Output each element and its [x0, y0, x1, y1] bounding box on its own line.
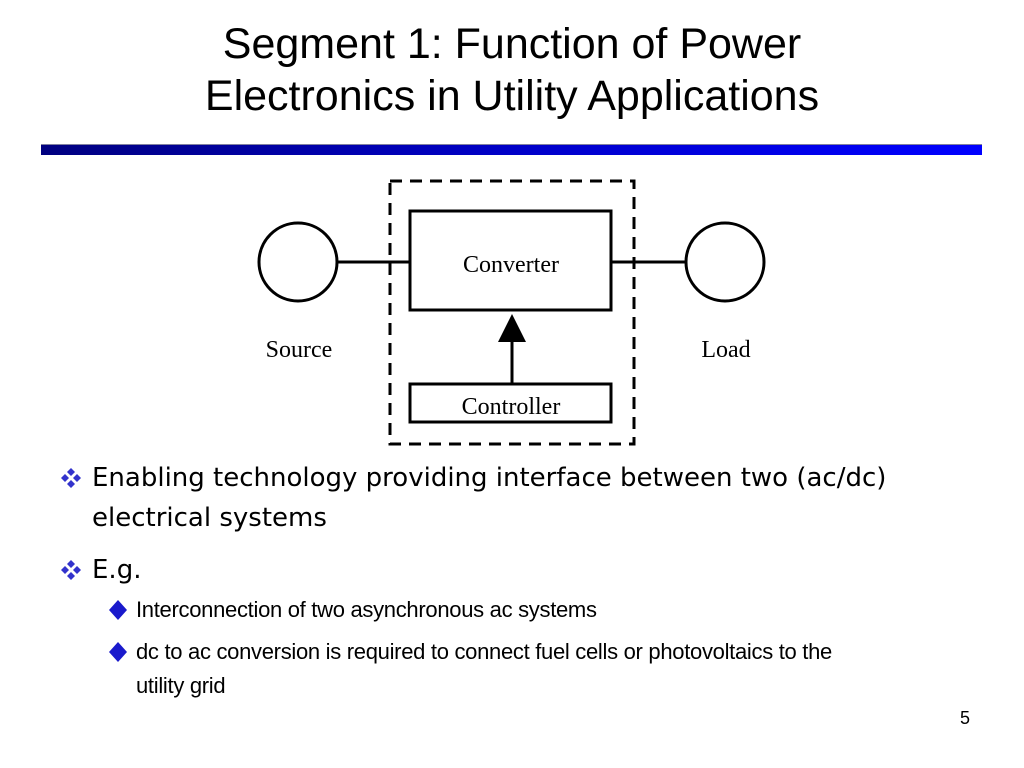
load-circle [684, 221, 766, 303]
source-label: Source [266, 337, 333, 363]
controller-label: Controller [462, 394, 561, 420]
diamond-bullet-icon [109, 642, 127, 662]
controller-box [408, 382, 613, 424]
control-arrow-head-icon [498, 314, 526, 342]
load-label: Load [701, 337, 750, 363]
source-circle [257, 221, 339, 303]
diamond-cluster-bullet-icon [61, 560, 81, 580]
title-divider [41, 144, 982, 155]
diamond-cluster-bullet-icon [61, 468, 81, 488]
title-line-2: Electronics in Utility Applications [204, 72, 820, 120]
slide-title: Segment 1: Function of Power Electronics… [0, 18, 1024, 122]
title-line-1: Segment 1: Function of Power [222, 20, 802, 68]
converter-box [408, 209, 613, 312]
bullet-text: Enabling technology providing interface … [92, 463, 887, 533]
bullet-text: E.g. [92, 555, 142, 585]
sub-bullet-text: Interconnection of two asynchronous ac s… [136, 597, 597, 622]
slide-number: 5 [960, 708, 971, 728]
converter-label: Converter [463, 252, 559, 278]
sub-bullet-text: dc to ac conversion is required to conne… [136, 639, 832, 698]
dashed-enclosure [388, 179, 636, 446]
diamond-bullet-icon [109, 600, 127, 620]
